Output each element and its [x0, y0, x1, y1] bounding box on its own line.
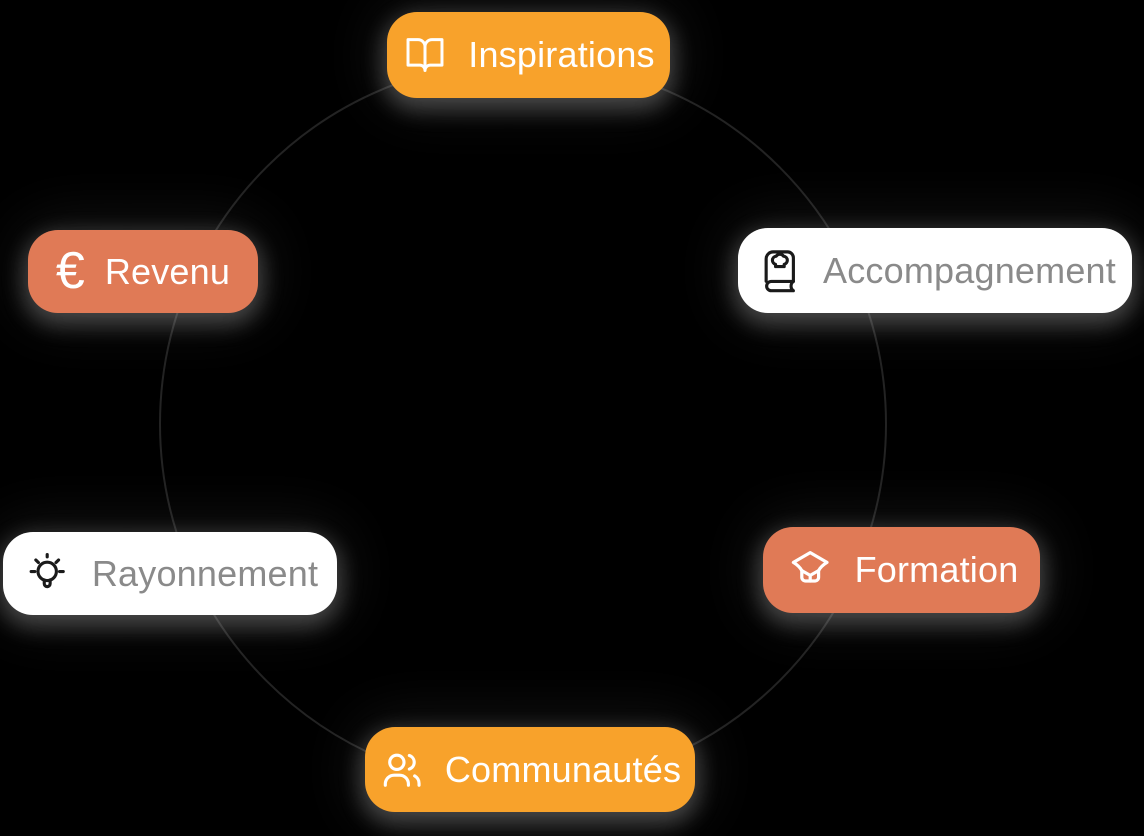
cookbook-icon — [754, 246, 803, 295]
badge-label: Rayonnement — [91, 552, 319, 594]
badge-label: Formation — [854, 549, 1019, 590]
badge-formation[interactable]: Formation — [763, 527, 1040, 613]
book-open-icon — [402, 34, 448, 76]
badge-accompagnement[interactable]: Accompagnement — [738, 228, 1132, 313]
circle-connector — [159, 60, 887, 788]
users-icon — [379, 748, 425, 792]
badge-label: Accompagnement — [823, 249, 1116, 291]
badge-rayonnement[interactable]: Rayonnement — [3, 532, 337, 615]
badge-communautes[interactable]: Communautés — [365, 727, 695, 812]
lightbulb-icon — [22, 550, 72, 597]
badge-revenu[interactable]: € Revenu — [28, 230, 258, 313]
badge-inspirations[interactable]: Inspirations — [387, 12, 670, 98]
badge-label: Inspirations — [468, 34, 655, 75]
graduation-cap-icon — [785, 546, 835, 594]
badge-label: Communautés — [444, 748, 682, 790]
badge-label: Revenu — [104, 250, 231, 292]
